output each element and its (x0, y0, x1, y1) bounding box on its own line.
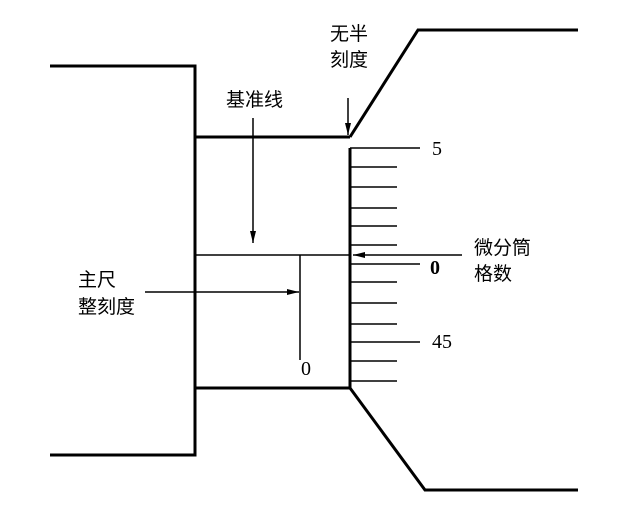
frame-body-outline (50, 64, 197, 457)
thimble-divisions-label-1: 微分筒 (474, 237, 532, 259)
thimble-divisions-label-2: 格数 (474, 263, 513, 285)
reference-line-label: 基准线 (226, 89, 284, 111)
main-scale-label-1: 主尺 (78, 269, 117, 291)
no-half-scale-label-1: 无半 (330, 23, 369, 45)
thimble-ticks (350, 147, 420, 382)
sleeve-number-0: 0 (301, 358, 311, 380)
main-scale-label-2: 整刻度 (78, 296, 136, 318)
thimble-bottom-outline (348, 387, 578, 492)
no-half-scale-label-2: 刻度 (330, 49, 369, 71)
thimble-top-outline (348, 28, 578, 138)
thimble-number-45: 45 (432, 331, 452, 353)
thimble-number-0: 0 (430, 257, 440, 279)
thimble-number-5: 5 (432, 138, 442, 160)
